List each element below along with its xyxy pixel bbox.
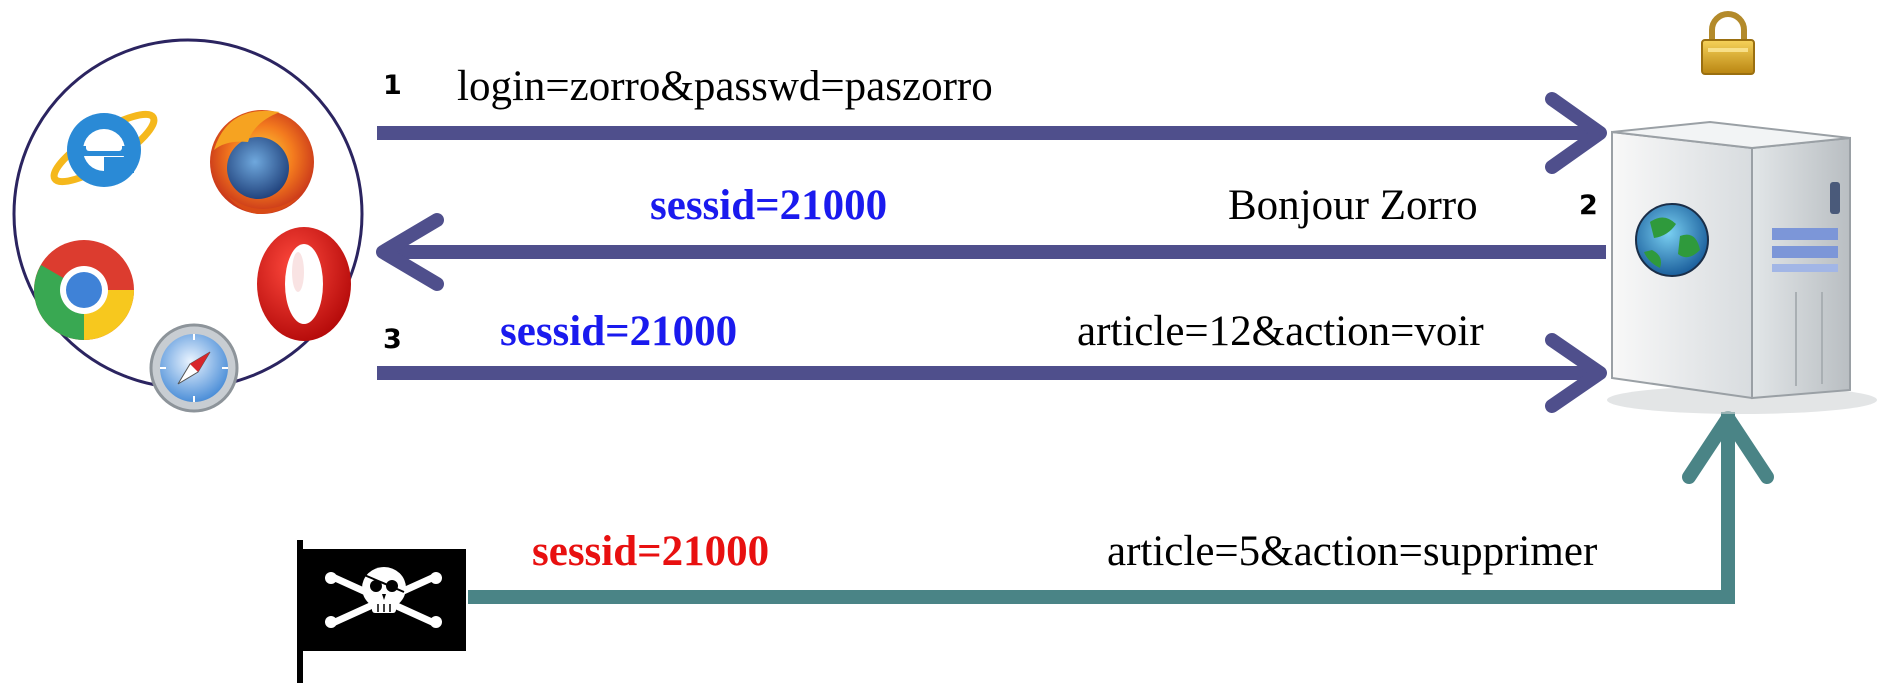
arrow-3-request xyxy=(377,333,1607,413)
pirate-flag-icon xyxy=(297,540,466,683)
step-1-message: login=zorro&passwd=paszorro xyxy=(457,63,993,110)
internet-explorer-icon xyxy=(50,110,158,187)
step-2-message: Bonjour Zorro xyxy=(1228,182,1478,229)
step-3-session: sessid=21000 xyxy=(500,308,738,355)
attack-message: article=5&action=supprimer xyxy=(1107,528,1598,575)
chrome-icon xyxy=(34,240,134,340)
step-3-number: 3 xyxy=(383,324,402,355)
server-icon xyxy=(1607,120,1877,414)
arrow-1-login xyxy=(377,92,1607,174)
firefox-icon xyxy=(210,110,314,214)
safari-icon xyxy=(149,323,239,413)
arrow-2-response xyxy=(376,213,1606,291)
step-2-session: sessid=21000 xyxy=(650,182,888,229)
step-2-number: 2 xyxy=(1579,190,1598,221)
arrow-attack xyxy=(468,411,1774,604)
attack-session: sessid=21000 xyxy=(532,528,770,575)
padlock-icon xyxy=(1701,11,1755,75)
step-3-message: article=12&action=voir xyxy=(1077,308,1484,355)
opera-icon xyxy=(257,227,351,341)
step-1-number: 1 xyxy=(383,70,402,101)
